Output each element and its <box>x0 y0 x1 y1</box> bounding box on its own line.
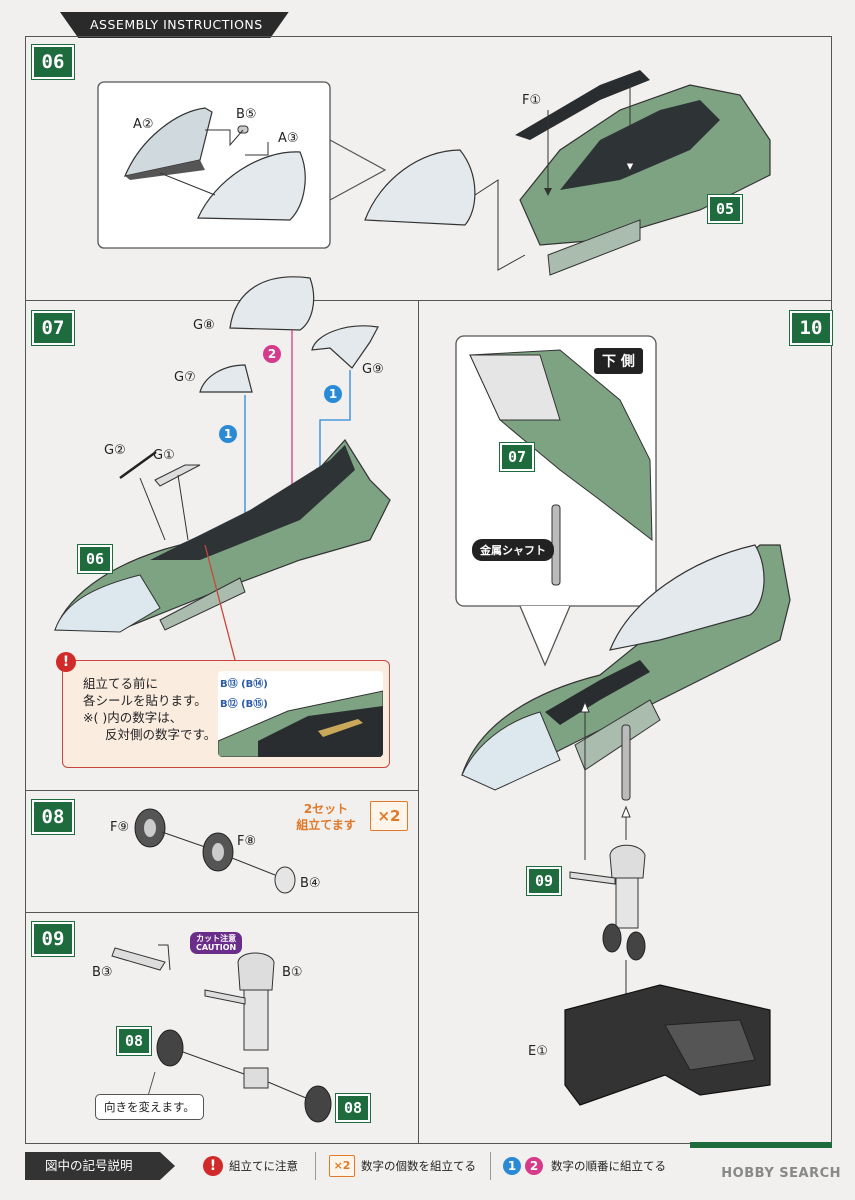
caution-line: 組立てる前に <box>83 676 159 691</box>
sequence-1-badge: 1 <box>324 385 342 403</box>
caution-icon: ! <box>56 652 76 672</box>
watermark: HOBBY SEARCH <box>721 1166 841 1181</box>
sequence-1-icon: 1 <box>503 1157 521 1175</box>
display-base <box>564 984 771 1106</box>
gear-leg <box>243 989 269 1051</box>
part-g1 <box>154 464 201 487</box>
header: ASSEMBLY INSTRUCTIONS <box>20 12 828 38</box>
sticker-detail: B⑬ (B⑭) B⑫ (B⑮) <box>218 671 383 757</box>
label-b5: B⑤ <box>236 107 257 122</box>
assembled-canopy <box>364 149 476 226</box>
sticker-label: B⑫ (B⑮) <box>220 699 268 710</box>
underside-label: 下 側 <box>594 348 643 374</box>
ref-step-07: 07 <box>499 442 535 472</box>
intake-part <box>159 577 246 631</box>
aircraft-nose <box>461 711 561 791</box>
ref-step-08: 08 <box>335 1093 371 1123</box>
multiply-2-icon: ×2 <box>370 801 408 831</box>
sets-note: 2セット 組立てます <box>290 801 362 833</box>
label-g7: G⑦ <box>174 370 196 385</box>
label-f1: F① <box>522 93 542 108</box>
caution-line: 各シールを貼ります。 <box>83 693 207 708</box>
step-number-07: 07 <box>31 310 75 346</box>
legend-bar: 図中の記号説明 ! 組立てに注意 ×2 数字の個数を組立てる 1 2 数字の順番… <box>25 1146 832 1184</box>
gear-assembly <box>609 844 646 879</box>
legend-separator <box>490 1152 491 1180</box>
panel-part <box>515 70 650 140</box>
windshield-part <box>124 107 213 177</box>
ref-step-08: 08 <box>116 1026 152 1056</box>
wheel-b4 <box>274 866 296 894</box>
label-f8: F⑧ <box>237 834 257 849</box>
wheel-left <box>156 1029 184 1067</box>
aircraft-canopy <box>609 544 765 651</box>
label-b1: B① <box>282 965 303 980</box>
label-e1: E① <box>528 1044 548 1059</box>
sequence-2-badge: 2 <box>263 345 281 363</box>
cockpit-area <box>150 445 355 560</box>
canopy-part <box>197 151 306 221</box>
callout-lines <box>329 139 387 201</box>
strut-b3 <box>111 947 166 971</box>
label-b4: B④ <box>300 876 321 891</box>
pin-part <box>237 125 249 134</box>
sets-line: 2セット <box>303 802 349 816</box>
canopy-g8 <box>229 276 315 331</box>
step-number-08: 08 <box>31 799 75 835</box>
step-number-10: 10 <box>789 310 833 346</box>
page-frame <box>25 36 832 1144</box>
divider <box>26 912 418 914</box>
label-g2: G② <box>104 443 126 458</box>
wing-part <box>547 219 641 276</box>
step-number-09: 09 <box>31 921 75 957</box>
wheel-right <box>304 1085 332 1123</box>
label-f9: F⑨ <box>110 820 130 835</box>
label-g8: G⑧ <box>193 318 215 333</box>
direction-note: 向きを変えます。 <box>95 1094 204 1120</box>
cockpit-interior <box>560 100 720 190</box>
sequence-1-badge: 1 <box>219 425 237 443</box>
caution-line: 反対側の数字です。 <box>105 727 217 742</box>
header-title: ASSEMBLY INSTRUCTIONS <box>60 12 289 38</box>
part-g2 <box>119 450 157 480</box>
label-g9: G⑨ <box>362 362 384 377</box>
nose-cone <box>54 574 161 633</box>
step-number-06: 06 <box>31 44 75 80</box>
cut-caution-text: カット注意 <box>196 934 237 943</box>
label-g1: G① <box>153 448 175 463</box>
caution-box: 組立てる前に 各シールを貼ります。 ※( )内の数字は、 反対側の数字です。 B… <box>62 660 390 768</box>
accent-bar <box>690 1142 832 1148</box>
metal-shaft-label: 金属シャフト <box>472 539 554 561</box>
part-g7 <box>199 364 253 393</box>
sticker-label: B⑬ (B⑭) <box>220 679 268 690</box>
cut-caution-badge: カット注意 CAUTION <box>190 932 243 954</box>
legend-count: 数字の個数を組立てる <box>361 1159 476 1173</box>
sequence-2-icon: 2 <box>525 1157 543 1175</box>
ref-step-06: 06 <box>77 544 113 574</box>
multiply-2-icon: ×2 <box>329 1155 355 1177</box>
legend-order: 数字の順番に組立てる <box>551 1159 666 1173</box>
label-a2: A② <box>133 117 154 132</box>
ref-step-05: 05 <box>707 194 743 224</box>
windshield-frame <box>125 160 205 180</box>
caution-line: ※( )内の数字は、 <box>83 710 183 725</box>
caution-icon: ! <box>203 1156 223 1176</box>
sets-line: 組立てます <box>296 818 356 832</box>
legend-title: 図中の記号説明 <box>25 1152 175 1180</box>
divider <box>418 300 420 1144</box>
cut-caution-text: CAUTION <box>196 943 237 952</box>
label-b3: B③ <box>92 965 113 980</box>
legend-caution: 組立てに注意 <box>229 1159 298 1173</box>
divider <box>26 300 831 302</box>
label-a3: A③ <box>278 131 299 146</box>
ref-step-09: 09 <box>526 866 562 896</box>
legend-separator <box>315 1152 316 1180</box>
divider <box>26 790 418 792</box>
gear-b1 <box>237 952 275 991</box>
part-g9 <box>311 325 379 369</box>
